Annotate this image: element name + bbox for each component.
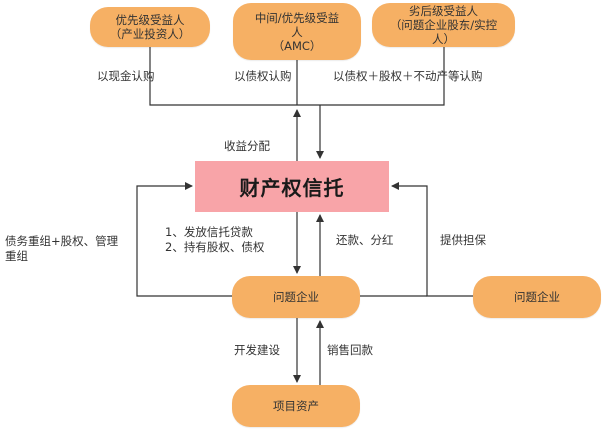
arrow-debt-restructuring [136,182,232,297]
node-senior-beneficiary-label: 优先级受益人 （产业投资人） [109,13,191,41]
label-sales-return: 销售回款 [327,343,373,357]
label-debt-subscription: 以债权认购 [234,69,292,83]
node-mezzanine-beneficiary-label: 中间/优先级受益 人 （AMC） [254,10,340,53]
line-cash-subscription [149,47,297,106]
node-senior-beneficiary: 优先级受益人 （产业投资人） [90,7,210,47]
node-property-trust-label: 财产权信托 [239,176,345,200]
line-mixed-subscription [297,47,445,106]
node-problem-company: 问题企业 [232,276,360,318]
node-project-assets: 项目资产 [232,385,360,427]
node-property-trust: 财产权信托 [195,161,389,212]
label-mixed-subscription: 以债权＋股权＋不动产等认购 [333,69,483,83]
node-problem-company-guarantor-label: 问题企业 [514,290,560,304]
label-debt-restructuring: 债务重组+股权、管理 重组 [5,234,119,263]
label-income-distribution: 收益分配 [224,139,270,153]
node-mezzanine-beneficiary: 中间/优先级受益 人 （AMC） [233,3,361,60]
node-junior-beneficiary: 劣后级受益人 （问题企业股东/实控 人） [372,3,515,47]
label-guarantee: 提供担保 [440,233,486,247]
node-project-assets-label: 项目资产 [273,399,319,413]
label-development: 开发建设 [234,343,280,357]
arrow-guarantee [391,182,473,297]
node-junior-beneficiary-label: 劣后级受益人 （问题企业股东/实控 人） [389,4,498,46]
label-trust-actions: 1、发放信托贷款 2、持有股权、债权 [165,225,265,254]
node-problem-company-label: 问题企业 [273,290,319,304]
label-repayment-dividend: 还款、分红 [336,233,394,247]
label-cash-subscription: 以现金认购 [97,69,155,83]
node-problem-company-guarantor: 问题企业 [473,276,601,318]
